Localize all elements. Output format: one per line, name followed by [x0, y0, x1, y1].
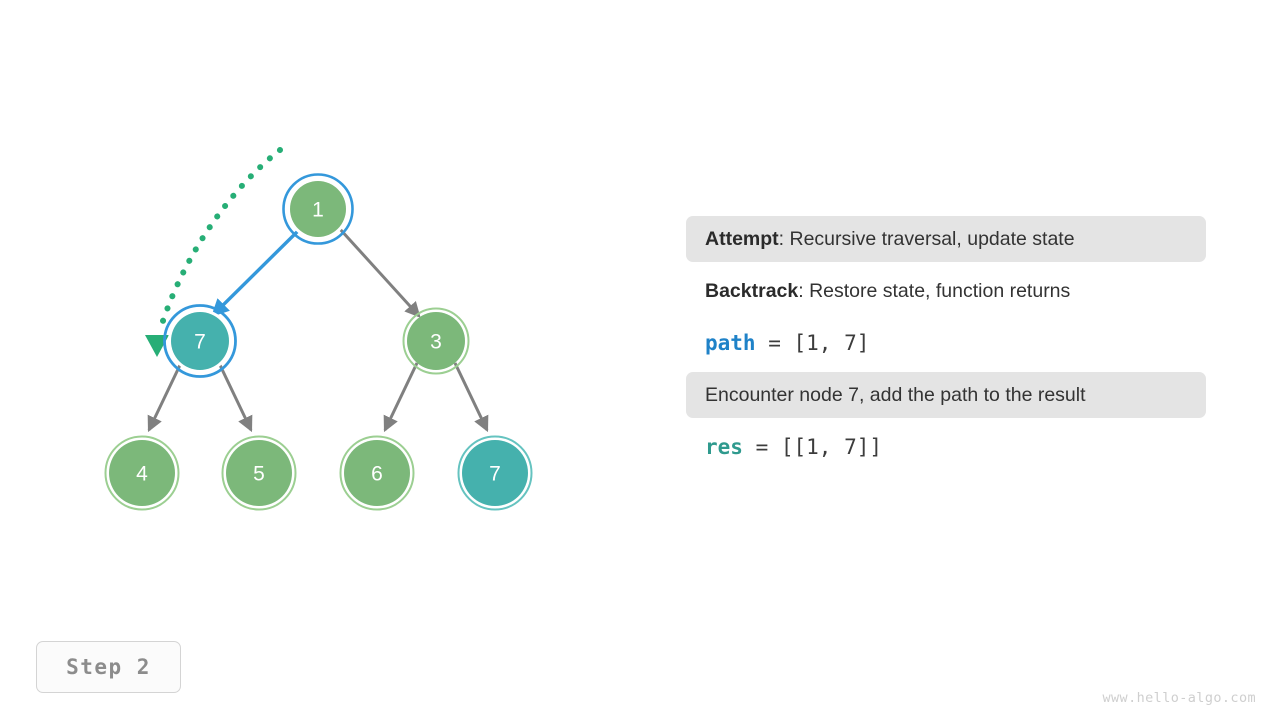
watermark: www.hello-algo.com — [1102, 690, 1256, 706]
info-row-attempt: Attempt: Recursive traversal, update sta… — [686, 216, 1206, 262]
node-3-circle — [407, 312, 465, 370]
backtrack-text: Backtrack: Restore state, function retur… — [705, 279, 1070, 303]
attempt-label: Attempt — [705, 227, 779, 250]
info-row-backtrack: Backtrack: Restore state, function retur… — [686, 268, 1206, 314]
tree-node-7-left[interactable]: 7 — [163, 304, 237, 378]
node-7-left-circle — [171, 312, 229, 370]
info-row-encounter: Encounter node 7, add the path to the re… — [686, 372, 1206, 418]
node-4-ring — [104, 435, 180, 511]
tree-edges — [147, 226, 489, 433]
res-expression: = [[1, 7]] — [742, 435, 883, 459]
node-7-left-label: 7 — [194, 331, 206, 354]
encounter-text: Encounter node 7, add the path to the re… — [705, 383, 1086, 406]
backtrack-body: : Restore state, function returns — [798, 279, 1071, 302]
node-7-leaf-circle — [462, 440, 528, 506]
path-code-line: path = [1, 7] — [705, 331, 869, 355]
node-3-ring — [402, 307, 470, 375]
info-panel: Attempt: Recursive traversal, update sta… — [686, 216, 1206, 476]
tree-node-4[interactable]: 4 — [104, 435, 180, 511]
node-1-label: 1 — [312, 199, 324, 222]
node-4-label: 4 — [136, 463, 148, 486]
binary-tree-diagram: 1 7 3 4 5 6 — [104, 147, 533, 511]
node-6-circle — [344, 440, 410, 506]
node-7-leaf-ring — [457, 435, 533, 511]
node-6-label: 6 — [371, 463, 383, 486]
step-badge: Step 2 — [36, 641, 181, 693]
edge-n1-n3 — [337, 226, 421, 318]
node-5-circle — [226, 440, 292, 506]
tree-node-5[interactable]: 5 — [221, 435, 297, 511]
backtrack-path — [145, 147, 283, 357]
backtrack-arrowhead-icon — [145, 335, 169, 357]
edge-n7a-n4 — [147, 362, 183, 433]
info-row-path: path = [1, 7] — [686, 320, 1206, 366]
edge-n7a-n5 — [217, 362, 253, 433]
node-5-label: 5 — [253, 463, 265, 486]
edge-n3-n7b — [453, 362, 489, 433]
res-variable-name: res — [705, 435, 743, 459]
node-5-ring — [221, 435, 297, 511]
tree-node-6[interactable]: 6 — [339, 435, 415, 511]
backtrack-label: Backtrack — [705, 279, 799, 302]
path-expression: = [1, 7] — [755, 331, 870, 355]
node-1-circle — [290, 181, 346, 237]
node-1-highlight-ring — [282, 173, 354, 245]
tree-node-1[interactable]: 1 — [282, 173, 354, 245]
edge-n1-n7a-active — [211, 227, 302, 317]
node-6-ring — [339, 435, 415, 511]
info-row-res: res = [[1, 7]] — [686, 424, 1206, 470]
step-badge-label: Step 2 — [66, 655, 151, 679]
attempt-body: : Recursive traversal, update state — [778, 227, 1075, 250]
node-7-left-highlight-ring — [163, 304, 237, 378]
res-code-line: res = [[1, 7]] — [705, 435, 882, 459]
node-4-circle — [109, 440, 175, 506]
path-variable-name: path — [705, 331, 756, 355]
backtrack-dotted-curve — [157, 147, 283, 333]
node-7-leaf-label: 7 — [489, 463, 501, 486]
tree-node-7-leaf[interactable]: 7 — [457, 435, 533, 511]
edge-n3-n6 — [383, 362, 419, 433]
tree-node-3[interactable]: 3 — [402, 307, 470, 375]
attempt-text: Attempt: Recursive traversal, update sta… — [705, 227, 1075, 251]
node-3-label: 3 — [430, 331, 442, 354]
